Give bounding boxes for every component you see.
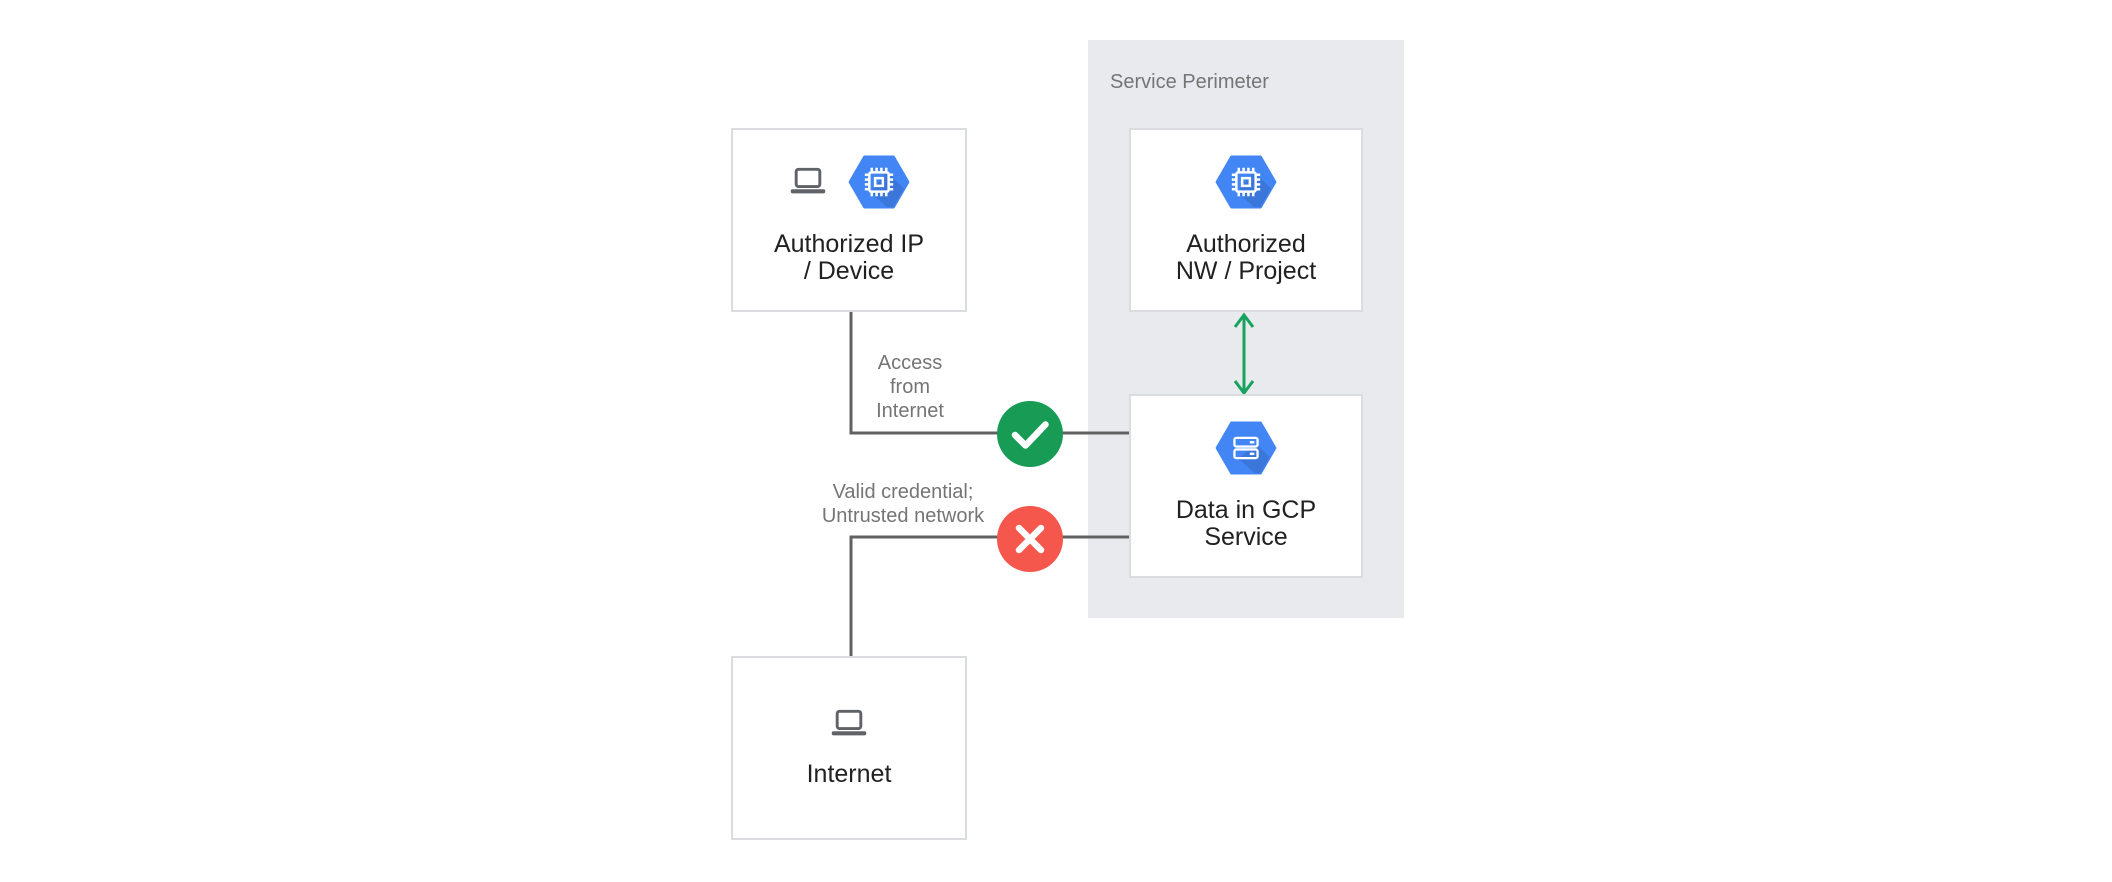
service-perimeter-label: Service Perimeter [1110, 71, 1269, 93]
node-label: Authorized NW / Project [1175, 230, 1317, 285]
node-authorized-nw-project: Authorized NW / Project [1129, 128, 1363, 312]
node-icon-row [1215, 155, 1277, 209]
node-icon-row [829, 709, 869, 739]
edge-label-access-from-internet: Access from Internet [876, 352, 944, 422]
gcp-storage-hexagon-icon [1215, 421, 1277, 475]
laptop-icon [829, 709, 869, 739]
edge-label-untrusted-network: Valid credential; Untrusted network [821, 481, 985, 527]
node-label: Internet [806, 759, 892, 788]
cross-icon [1015, 524, 1045, 554]
status-allowed-badge [997, 401, 1063, 467]
edge-untrusted-network-line [849, 535, 1129, 656]
status-denied-badge [997, 506, 1063, 572]
node-icon-row [788, 155, 910, 209]
node-internet: Internet [731, 656, 967, 840]
double-arrow-icon [1233, 312, 1255, 396]
gcp-compute-hexagon-icon [848, 155, 910, 209]
gcp-compute-hexagon-icon [1215, 155, 1277, 209]
laptop-icon [788, 167, 828, 197]
node-label: Authorized IP / Device [773, 230, 925, 285]
node-authorized-ip-device: Authorized IP / Device [731, 128, 967, 312]
node-icon-row [1215, 421, 1277, 475]
node-data-in-gcp-service: Data in GCP Service [1129, 394, 1363, 578]
check-icon [1011, 421, 1049, 449]
node-label: Data in GCP Service [1175, 496, 1317, 551]
